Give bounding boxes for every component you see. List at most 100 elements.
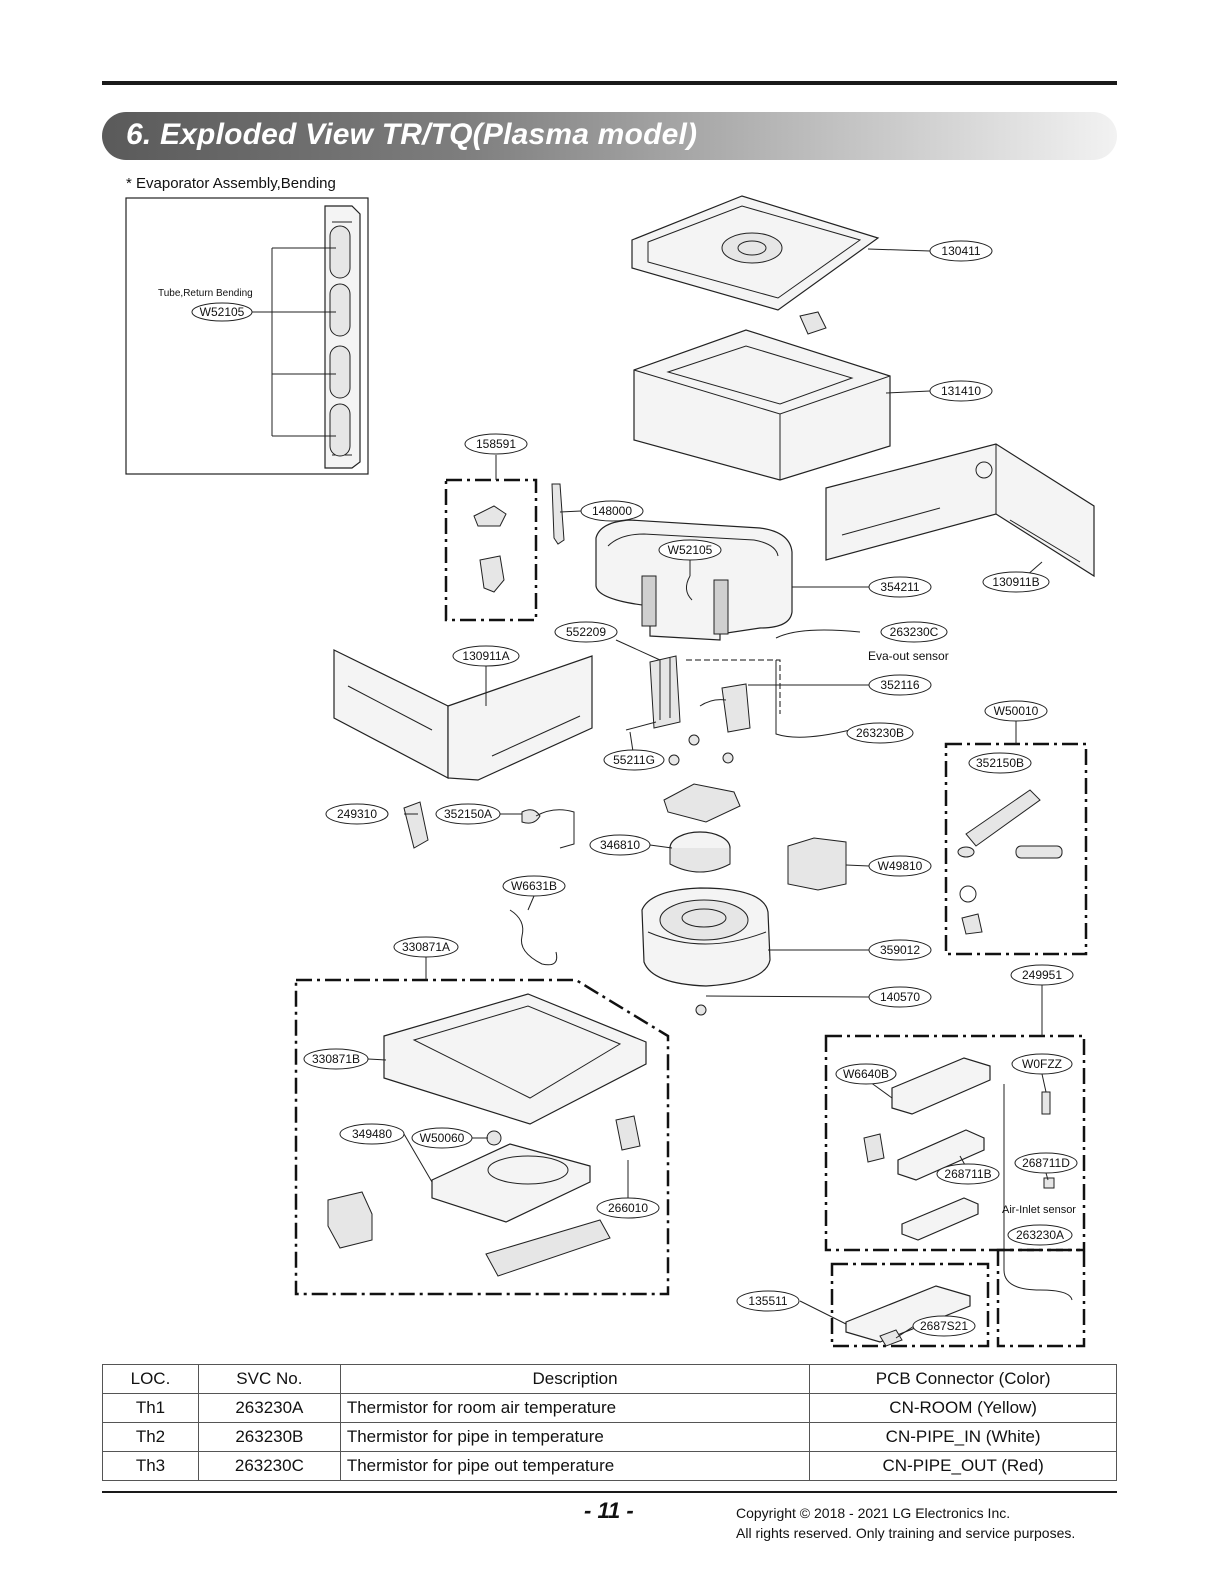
callout: 352150B bbox=[968, 752, 1032, 774]
svg-text:135511: 135511 bbox=[748, 1294, 787, 1308]
table-cell: Th2 bbox=[102, 1422, 199, 1452]
table-cell: Thermistor for pipe out temperature bbox=[339, 1451, 811, 1481]
callout: 55211G bbox=[603, 749, 665, 771]
svg-text:W49810: W49810 bbox=[878, 859, 923, 873]
table-row: Th1 263230A Thermistor for room air temp… bbox=[102, 1393, 1117, 1423]
svg-text:249951: 249951 bbox=[1022, 968, 1062, 982]
table-cell: CN-ROOM (Yellow) bbox=[809, 1393, 1117, 1423]
svg-text:W0FZZ: W0FZZ bbox=[1022, 1057, 1062, 1071]
table-cell: CN-PIPE_IN (White) bbox=[809, 1422, 1117, 1452]
part-evaporator-coil bbox=[595, 519, 793, 641]
inset-evaporator-bending: Tube,Return Bending W52105 bbox=[125, 197, 369, 475]
svg-text:148000: 148000 bbox=[592, 504, 632, 518]
page-number: - 11 - bbox=[584, 1498, 634, 1523]
callout: 352150A bbox=[435, 803, 501, 825]
part-top-panel bbox=[631, 195, 880, 335]
svg-text:131410: 131410 bbox=[941, 384, 981, 398]
column-header: LOC. bbox=[102, 1364, 199, 1394]
svg-text:359012: 359012 bbox=[880, 943, 920, 957]
callout: 148000 bbox=[580, 500, 644, 522]
section-title-bar: 6. Exploded View TR/TQ(Plasma model) bbox=[102, 112, 1117, 160]
part-control-box bbox=[787, 837, 847, 891]
callout: 263230C bbox=[880, 621, 948, 643]
svg-text:330871A: 330871A bbox=[402, 940, 450, 954]
svg-text:55211G: 55211G bbox=[613, 753, 655, 767]
svg-text:268711B: 268711B bbox=[944, 1167, 991, 1181]
svg-text:130911B: 130911B bbox=[992, 575, 1039, 589]
callout: 135511 bbox=[736, 1290, 800, 1312]
svg-text:W50010: W50010 bbox=[994, 704, 1039, 718]
part-wire-w6631b bbox=[509, 909, 558, 966]
callout: 354211 bbox=[868, 576, 932, 598]
svg-text:266010: 266010 bbox=[608, 1201, 648, 1215]
part-side-panel-right bbox=[825, 443, 1095, 578]
table-cell: Th3 bbox=[102, 1451, 199, 1481]
table-cell: 263230A bbox=[197, 1393, 341, 1423]
table-cell: Th1 bbox=[102, 1393, 199, 1423]
svg-text:249310: 249310 bbox=[337, 807, 377, 821]
svg-text:W6640B: W6640B bbox=[843, 1067, 889, 1081]
callout: 349480 bbox=[339, 1123, 405, 1145]
group-330871a bbox=[294, 978, 670, 1296]
svg-text:158591: 158591 bbox=[476, 437, 516, 451]
air-inlet-sensor-label: Air-Inlet sensor bbox=[1002, 1204, 1076, 1216]
svg-text:W50060: W50060 bbox=[420, 1131, 465, 1145]
exploded-view-diagram: .ln { fill: none; stroke: #222; stroke-w… bbox=[125, 195, 1095, 1348]
callout: 249310 bbox=[325, 803, 389, 825]
svg-text:263230C: 263230C bbox=[890, 625, 939, 639]
callout: W50010 bbox=[984, 700, 1048, 722]
part-housing bbox=[633, 329, 891, 481]
sub-heading: * Evaporator Assembly,Bending bbox=[126, 175, 336, 192]
svg-text:352150A: 352150A bbox=[444, 807, 492, 821]
callout: W0FZZ bbox=[1011, 1053, 1073, 1075]
svg-text:346810: 346810 bbox=[600, 838, 640, 852]
svg-text:268711D: 268711D bbox=[1022, 1156, 1070, 1170]
callout: 268711D bbox=[1014, 1152, 1078, 1174]
callout: 130411 bbox=[929, 240, 993, 262]
svg-text:349480: 349480 bbox=[352, 1127, 392, 1141]
table-row: Th2 263230B Thermistor for pipe in tempe… bbox=[102, 1422, 1117, 1452]
svg-text:330871B: 330871B bbox=[312, 1052, 360, 1066]
callout-labels: 130411 131410 158591 148000 W52105 35421… bbox=[303, 240, 1078, 1337]
svg-text:130411: 130411 bbox=[941, 244, 980, 258]
callout: 268711B bbox=[936, 1163, 1000, 1185]
top-rule bbox=[102, 81, 1117, 85]
callout: 263230B bbox=[846, 722, 914, 744]
table-header-row: LOC. SVC No. Description PCB Connector (… bbox=[102, 1364, 1117, 1394]
inset-caption: Tube,Return Bending bbox=[158, 288, 253, 299]
part-turbo-fan bbox=[641, 887, 771, 1016]
svg-text:552209: 552209 bbox=[566, 625, 606, 639]
callout: W50060 bbox=[411, 1127, 473, 1149]
column-header: PCB Connector (Color) bbox=[809, 1364, 1117, 1394]
table-cell: Thermistor for room air temperature bbox=[339, 1393, 811, 1423]
eva-out-sensor-label: Eva-out sensor bbox=[868, 649, 949, 663]
svg-text:354211: 354211 bbox=[880, 580, 919, 594]
svg-text:263230B: 263230B bbox=[856, 726, 904, 740]
callout: 249951 bbox=[1010, 964, 1074, 986]
bottom-rule bbox=[102, 1491, 1117, 1493]
callout: 330871A bbox=[393, 936, 459, 958]
table-cell: CN-PIPE_OUT (Red) bbox=[809, 1451, 1117, 1481]
group-158591 bbox=[444, 478, 538, 622]
part-pipes bbox=[625, 629, 861, 766]
copyright-line-1: Copyright © 2018 - 2021 LG Electronics I… bbox=[736, 1505, 1011, 1521]
callout: 266010 bbox=[596, 1197, 660, 1219]
group-135511 bbox=[830, 1248, 1086, 1348]
callout: 130911B bbox=[982, 571, 1050, 593]
part-motor bbox=[663, 783, 741, 873]
callout: 130911A bbox=[452, 645, 520, 667]
callout: 352116 bbox=[868, 674, 932, 696]
leader-lines bbox=[367, 248, 1049, 1339]
part-148000 bbox=[551, 483, 565, 545]
callout: 552209 bbox=[554, 621, 618, 643]
callout: W6631B bbox=[502, 875, 566, 897]
callout: 2687S21 bbox=[912, 1315, 976, 1337]
svg-text:352116: 352116 bbox=[880, 678, 919, 692]
svg-text:140570: 140570 bbox=[880, 990, 920, 1004]
callout: W52105 bbox=[658, 539, 722, 561]
callout: 140570 bbox=[868, 986, 932, 1008]
callout: 263230A bbox=[1007, 1224, 1073, 1246]
column-header: Description bbox=[339, 1364, 811, 1394]
thermistor-table: LOC. SVC No. Description PCB Connector (… bbox=[102, 1364, 1117, 1481]
group-w50010 bbox=[944, 742, 1088, 956]
